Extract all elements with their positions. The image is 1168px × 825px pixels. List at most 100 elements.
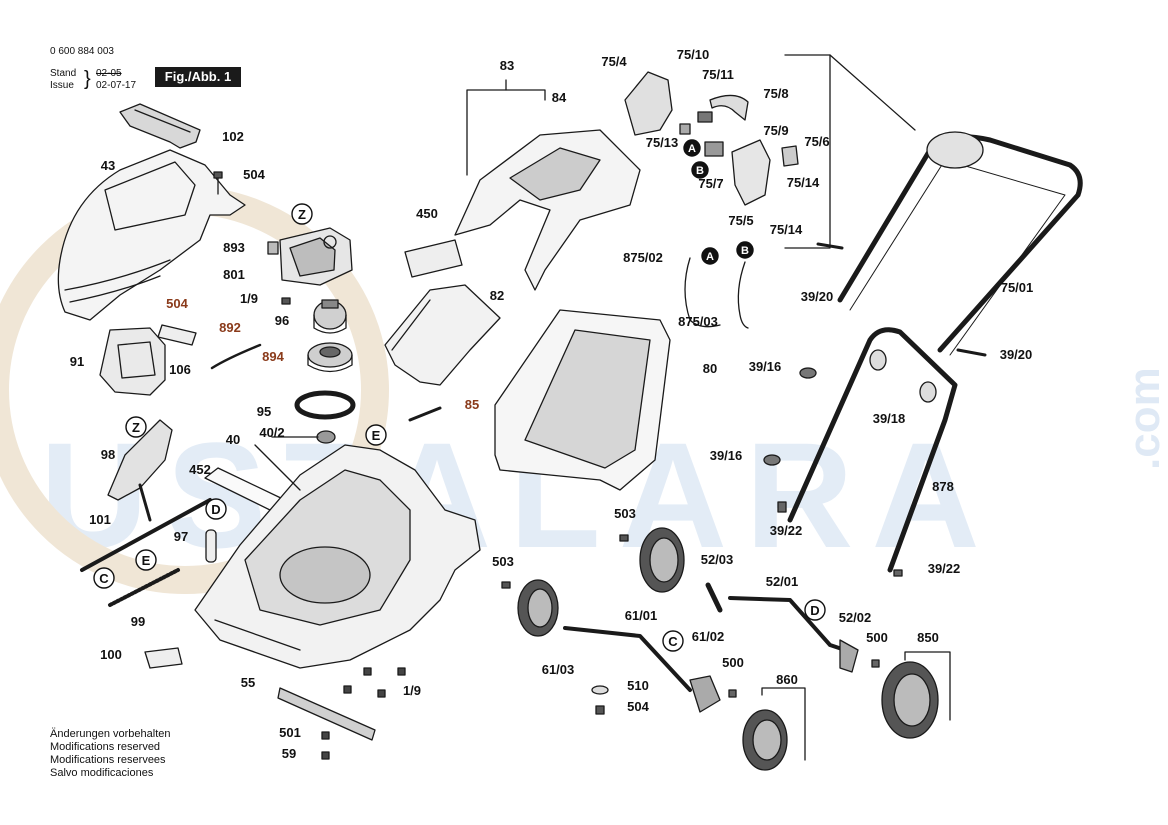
screw-500 [728, 659, 880, 698]
stand-date: 02-05 [96, 68, 122, 79]
bearing-part [316, 430, 336, 444]
figure-label: Fig./Abb. 1 [155, 67, 241, 87]
svg-text:A: A [706, 251, 714, 263]
svg-text:C: C [99, 571, 109, 586]
cable-875 [684, 257, 749, 329]
svg-text:A: A [688, 143, 696, 155]
callout-6101: 61/01 [625, 608, 658, 623]
marker-z2: Z [125, 416, 147, 438]
callout-85: 85 [465, 397, 479, 412]
screw-39-22 [777, 501, 903, 577]
spring-99 [108, 568, 180, 607]
issue-date: 02-07-17 [96, 80, 137, 91]
callout-106: 106 [169, 362, 191, 377]
callout-6102: 61/02 [692, 629, 725, 644]
callout-5202: 52/02 [839, 610, 872, 625]
callout-510: 510 [627, 678, 649, 693]
callout-87503: 875/03 [678, 314, 718, 329]
deck-housing-part [194, 444, 481, 669]
handle-lower-878 [787, 327, 958, 573]
bolt-39-20 [816, 242, 987, 357]
washer-510 [591, 685, 609, 715]
callout-95: 95 [257, 404, 271, 419]
cable-892 [210, 343, 262, 370]
callout-80: 80 [703, 361, 717, 376]
svg-text:Z: Z [132, 420, 140, 435]
callout-452: 452 [189, 462, 211, 477]
callout-755: 75/5 [728, 213, 753, 228]
callout-102: 102 [222, 129, 244, 144]
callout-402: 40/2 [259, 425, 284, 440]
marker-a2: A [701, 247, 719, 265]
callout-503b: 503 [492, 554, 514, 569]
callout-3922a: 39/22 [770, 523, 803, 538]
callout-754: 75/4 [601, 54, 627, 69]
switch-small-parts [679, 111, 724, 157]
svg-text:Z: Z [298, 207, 306, 222]
pad-106 [157, 324, 197, 346]
notes-block: Änderungen vorbehalten Modifications res… [50, 728, 170, 780]
callout-19a: 1/9 [240, 291, 258, 306]
carry-handle-part [119, 103, 201, 149]
note-es: Salvo modificaciones [50, 767, 154, 779]
flap-98 [107, 419, 173, 501]
callout-500b: 500 [722, 655, 744, 670]
callout-894: 894 [262, 349, 284, 364]
callout-893: 893 [223, 240, 245, 255]
callout-500a: 500 [866, 630, 888, 645]
axle-52 [705, 582, 859, 673]
callout-850: 850 [917, 630, 939, 645]
clamp-39-18 [869, 349, 937, 403]
callout-87502: 875/02 [623, 250, 663, 265]
switch-housing-75-4 [624, 71, 673, 136]
grassbox-80 [494, 309, 671, 491]
cover-75-5 [731, 139, 771, 206]
callout-860: 860 [776, 672, 798, 687]
handle-upper-75-01 [837, 131, 1083, 356]
motor-bracket-part [99, 327, 166, 396]
grassbox-lid-84 [454, 129, 641, 291]
callout-97: 97 [174, 529, 188, 544]
callout-757: 75/7 [698, 176, 723, 191]
pulley-part [307, 342, 353, 373]
callout-758: 75/8 [763, 86, 788, 101]
callout-7510: 75/10 [677, 47, 710, 62]
knob-39-16 [763, 367, 817, 466]
svg-text:E: E [372, 428, 381, 443]
rear-axle-101 [80, 483, 212, 572]
callout-5203: 52/03 [701, 552, 734, 567]
callout-6103: 61/03 [542, 662, 575, 677]
note-en: Modifications reserved [50, 741, 161, 753]
brace-glyph: } [84, 68, 91, 90]
callout-40: 40 [226, 432, 240, 447]
callout-3920b: 39/20 [1000, 347, 1033, 362]
fan-part [313, 299, 347, 334]
callout-801: 801 [223, 267, 245, 282]
label-100 [144, 647, 183, 669]
label-450 [404, 239, 463, 278]
callout-503a: 503 [614, 506, 636, 521]
marker-b2: B [736, 241, 754, 259]
callout-504c: 504 [627, 699, 649, 714]
deck-screws [321, 667, 406, 760]
svg-text:D: D [211, 502, 220, 517]
part-number: 0 600 884 003 [50, 46, 114, 57]
callout-91: 91 [70, 354, 84, 369]
bracket-97 [205, 529, 217, 563]
svg-text:C: C [668, 634, 678, 649]
marker-d1: D [205, 498, 227, 520]
leader-40 [254, 444, 301, 491]
clip-75-6 [781, 145, 799, 167]
callout-3920a: 39/20 [801, 289, 834, 304]
marker-d2: D [804, 599, 826, 621]
panel-82 [384, 284, 501, 386]
blade-part [277, 687, 376, 741]
callout-892: 892 [219, 320, 241, 335]
callout-3918: 39/18 [873, 411, 906, 426]
marker-z1: Z [291, 203, 313, 225]
note-fr: Modifications reservees [50, 754, 166, 766]
wheel-860 [742, 687, 806, 771]
stand-label: Stand [50, 68, 77, 79]
